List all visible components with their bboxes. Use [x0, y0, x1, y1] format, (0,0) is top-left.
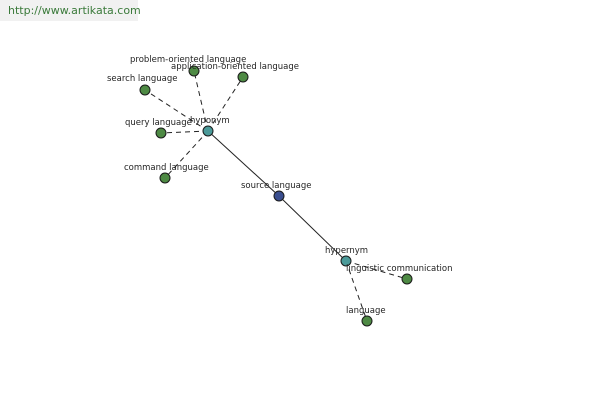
node-dot-hyponym[interactable]: [202, 125, 214, 137]
edges-layer: [144, 70, 408, 322]
node-label-linguistic-communication[interactable]: linguistic communication: [346, 264, 453, 274]
nodes-layer: problem-oriented languageapplication-ori…: [107, 55, 453, 327]
node-hypernym[interactable]: hypernym: [325, 246, 368, 267]
node-source-language[interactable]: source language: [241, 181, 312, 202]
node-search-language[interactable]: search language: [107, 74, 178, 96]
edge-source-language-to-hypernym: [278, 195, 347, 262]
node-label-source-language[interactable]: source language: [241, 181, 312, 191]
edge-hyponym-to-search-language: [144, 89, 209, 132]
node-dot-application-oriented-language[interactable]: [237, 71, 249, 83]
node-query-language[interactable]: query language: [125, 118, 192, 139]
node-dot-search-language[interactable]: [139, 84, 151, 96]
edge-hyponym-to-query-language: [160, 130, 209, 134]
edge-hyponym-to-command-language: [164, 130, 209, 179]
node-language[interactable]: language: [346, 306, 386, 327]
node-label-command-language[interactable]: command language: [124, 163, 209, 173]
node-dot-problem-oriented-language[interactable]: [188, 65, 200, 77]
node-hyponym[interactable]: hyponym: [190, 116, 230, 137]
node-application-oriented-language[interactable]: application-oriented language: [171, 62, 299, 83]
node-label-language[interactable]: language: [346, 306, 386, 316]
node-dot-query-language[interactable]: [155, 127, 167, 139]
site-link[interactable]: http://www.artikata.com: [8, 4, 141, 17]
edge-source-language-to-hyponym: [207, 130, 280, 197]
site-banner: http://www.artikata.com: [0, 0, 141, 21]
node-command-language[interactable]: command language: [124, 163, 209, 184]
node-problem-oriented-language[interactable]: problem-oriented language: [130, 55, 246, 77]
node-label-application-oriented-language[interactable]: application-oriented language: [171, 62, 299, 72]
node-dot-hypernym[interactable]: [340, 255, 352, 267]
node-label-hyponym[interactable]: hyponym: [190, 116, 230, 126]
node-label-search-language[interactable]: search language: [107, 74, 178, 84]
node-label-problem-oriented-language[interactable]: problem-oriented language: [130, 55, 246, 65]
node-label-hypernym[interactable]: hypernym: [325, 246, 368, 256]
edge-hypernym-to-language: [345, 260, 368, 322]
node-dot-language[interactable]: [361, 315, 373, 327]
node-linguistic-communication[interactable]: linguistic communication: [346, 264, 453, 285]
node-dot-command-language[interactable]: [159, 172, 171, 184]
edge-hyponym-to-problem-oriented-language: [193, 70, 209, 132]
edge-hyponym-to-application-oriented-language: [207, 76, 244, 132]
node-label-query-language[interactable]: query language: [125, 118, 192, 128]
node-dot-source-language[interactable]: [273, 190, 285, 202]
edge-hypernym-to-linguistic-communication: [345, 260, 408, 280]
node-dot-linguistic-communication[interactable]: [401, 273, 413, 285]
